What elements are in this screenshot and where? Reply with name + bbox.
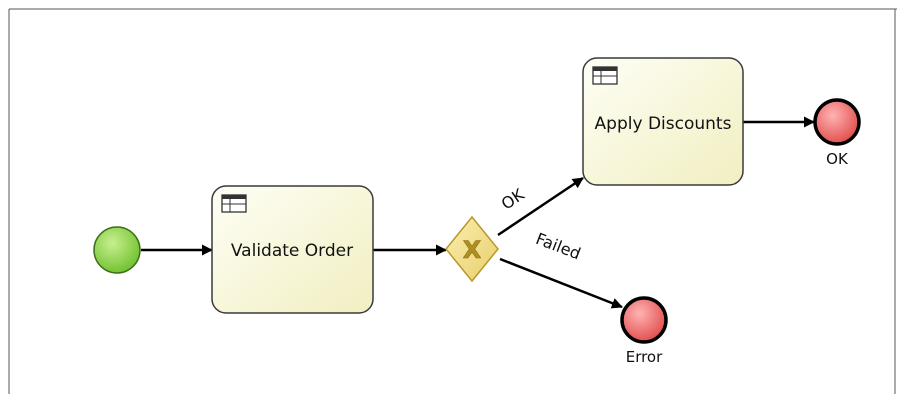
end-event-ok[interactable] [813, 98, 861, 146]
flow-gateway-to-discounts[interactable] [497, 176, 584, 237]
end-event-error-label: Error [626, 348, 663, 366]
table-icon [221, 194, 247, 213]
flow-label-failed: Failed [533, 229, 583, 263]
task-validate-order[interactable]: Validate Order [211, 185, 374, 314]
gateway-x-icon: X [463, 236, 482, 264]
task-apply-discounts[interactable]: Apply Discounts [582, 57, 744, 186]
exclusive-gateway[interactable]: X [445, 215, 499, 283]
flow-label-ok: OK [498, 185, 528, 214]
end-event-error[interactable] [620, 296, 668, 344]
task-label-validate-order: Validate Order [231, 241, 353, 261]
task-label-apply-discounts: Apply Discounts [595, 114, 732, 134]
flow-gateway-to-error[interactable] [499, 257, 623, 309]
start-event[interactable] [93, 226, 141, 274]
end-event-ok-label: OK [826, 150, 849, 168]
table-icon [592, 66, 618, 85]
